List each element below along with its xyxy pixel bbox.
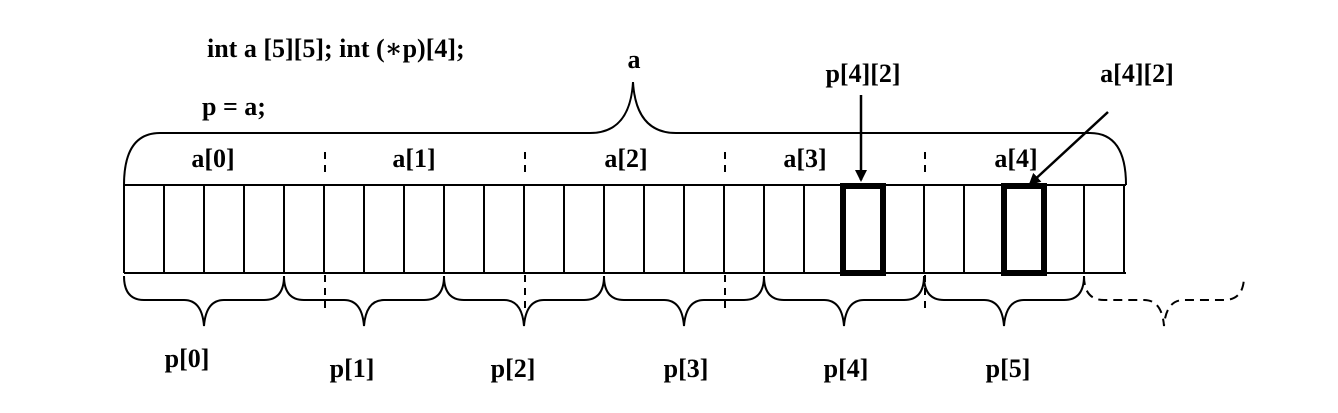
pointer-label-p2: p[2] [491,354,536,383]
row-separators-bottom [324,275,926,312]
code-declaration: int a [5][5]; int (∗p)[4]; [207,34,465,63]
brace-p4 [763,275,925,327]
array-element-arrow [1028,111,1109,186]
array-label: a [628,45,641,74]
pointer-element-label: p[4][2] [825,59,900,88]
row-label-a1: a[1] [392,144,435,173]
code-assignment: p = a; [202,92,266,121]
row-label-a0: a[0] [191,144,234,173]
pointer-label-p5: p[5] [986,354,1031,383]
array-element-label: a[4][2] [1100,59,1174,88]
brace-p5 [923,275,1085,327]
brace-p3 [603,275,765,327]
pointer-label-p3: p[3] [664,354,709,383]
pointer-label-p1: p[1] [330,354,375,383]
row-label-a3: a[3] [783,144,826,173]
array-brace [123,81,1127,186]
brace-p0 [123,275,285,327]
brace-overflow [1083,275,1245,327]
brace-p2 [443,275,605,327]
pointer-label-p0: p[0] [165,344,210,373]
row-label-a2: a[2] [604,144,647,173]
row-separators-top [324,152,926,178]
brace-p1 [283,275,445,327]
pointer-label-p4: p[4] [824,354,869,383]
highlight-cell-a42 [1001,183,1047,276]
row-label-a4: a[4] [994,144,1037,173]
pointer-braces [123,275,1245,327]
highlight-cell-p42 [840,183,886,276]
memory-strip [123,184,1126,274]
